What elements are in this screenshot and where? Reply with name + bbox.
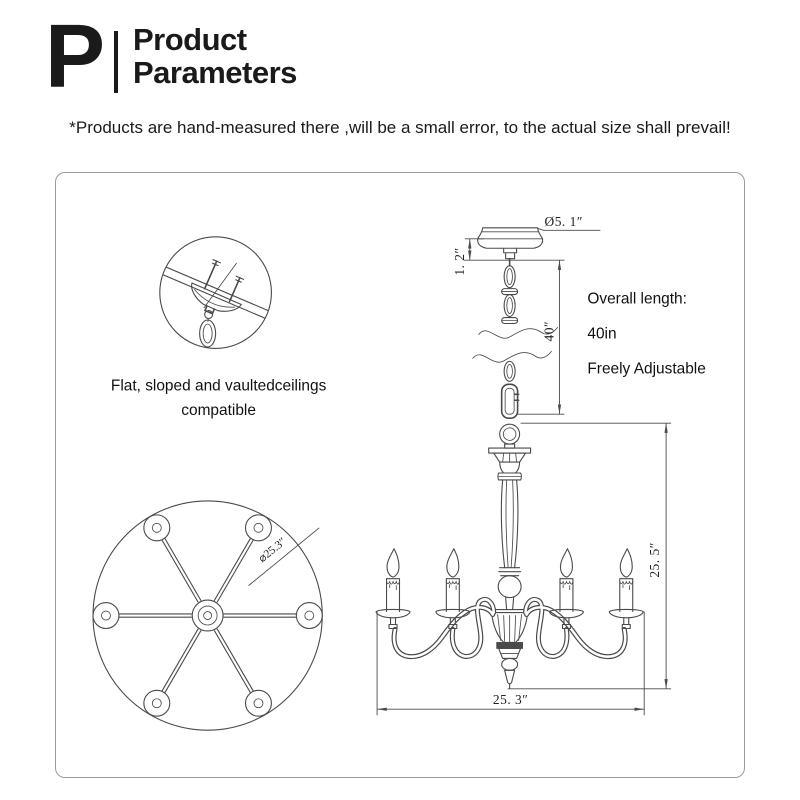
diagram-panel: Flat, sloped and vaultedceilings compati…	[55, 172, 745, 778]
fixture-width-label: 25. 3″	[493, 692, 528, 707]
page-title-line2: Parameters	[133, 55, 297, 90]
technical-drawing: Flat, sloped and vaultedceilings compati…	[92, 214, 706, 731]
chain-length-label: 40″	[541, 321, 556, 342]
top-view-spokes	[105, 526, 310, 705]
top-view-drawing: ⌀25.3″	[92, 500, 323, 731]
dimension-fixture-height: 25. 5″	[507, 422, 672, 690]
overall-length-note: Overall length: 40in Freely Adjustable	[587, 291, 705, 378]
overall-length-line1: Overall length:	[587, 291, 687, 308]
overall-length-line3: Freely Adjustable	[587, 360, 705, 377]
page-title-line1: Product	[133, 22, 247, 57]
dimension-fixture-width: 25. 3″	[376, 611, 645, 716]
dimension-chain-length: 40″	[516, 260, 565, 415]
fixture-height-label: 25. 5″	[647, 542, 662, 577]
disclaimer-text: *Products are hand-measured there ,will …	[69, 118, 731, 137]
ceiling-note-line2: compatible	[181, 402, 256, 419]
chandelier-front-view-drawing	[375, 227, 644, 689]
center-column-drawing	[488, 443, 532, 689]
top-view-candle-cups	[92, 514, 323, 717]
mount-screws	[203, 259, 245, 303]
canopy-drawing	[477, 227, 544, 260]
ceiling-note-line1: Flat, sloped and vaultedceilings	[111, 377, 327, 394]
page-title: Product Parameters	[133, 23, 297, 89]
top-view-center-hub	[191, 599, 224, 632]
canopy-height-label: 1. 2″	[452, 247, 467, 275]
dimension-canopy-height: 1. 2″	[452, 238, 565, 276]
overall-length-line2: 40in	[587, 325, 616, 342]
canopy-diameter-label: Ø5. 1″	[545, 214, 583, 229]
header-divider	[114, 31, 118, 93]
brand-logo-letter: P	[45, 7, 105, 107]
ceiling-mount-detail-drawing	[159, 236, 272, 349]
dimension-canopy-diameter: Ø5. 1″	[537, 214, 601, 231]
chain-drawing	[472, 257, 558, 419]
hanging-ring	[499, 423, 521, 445]
